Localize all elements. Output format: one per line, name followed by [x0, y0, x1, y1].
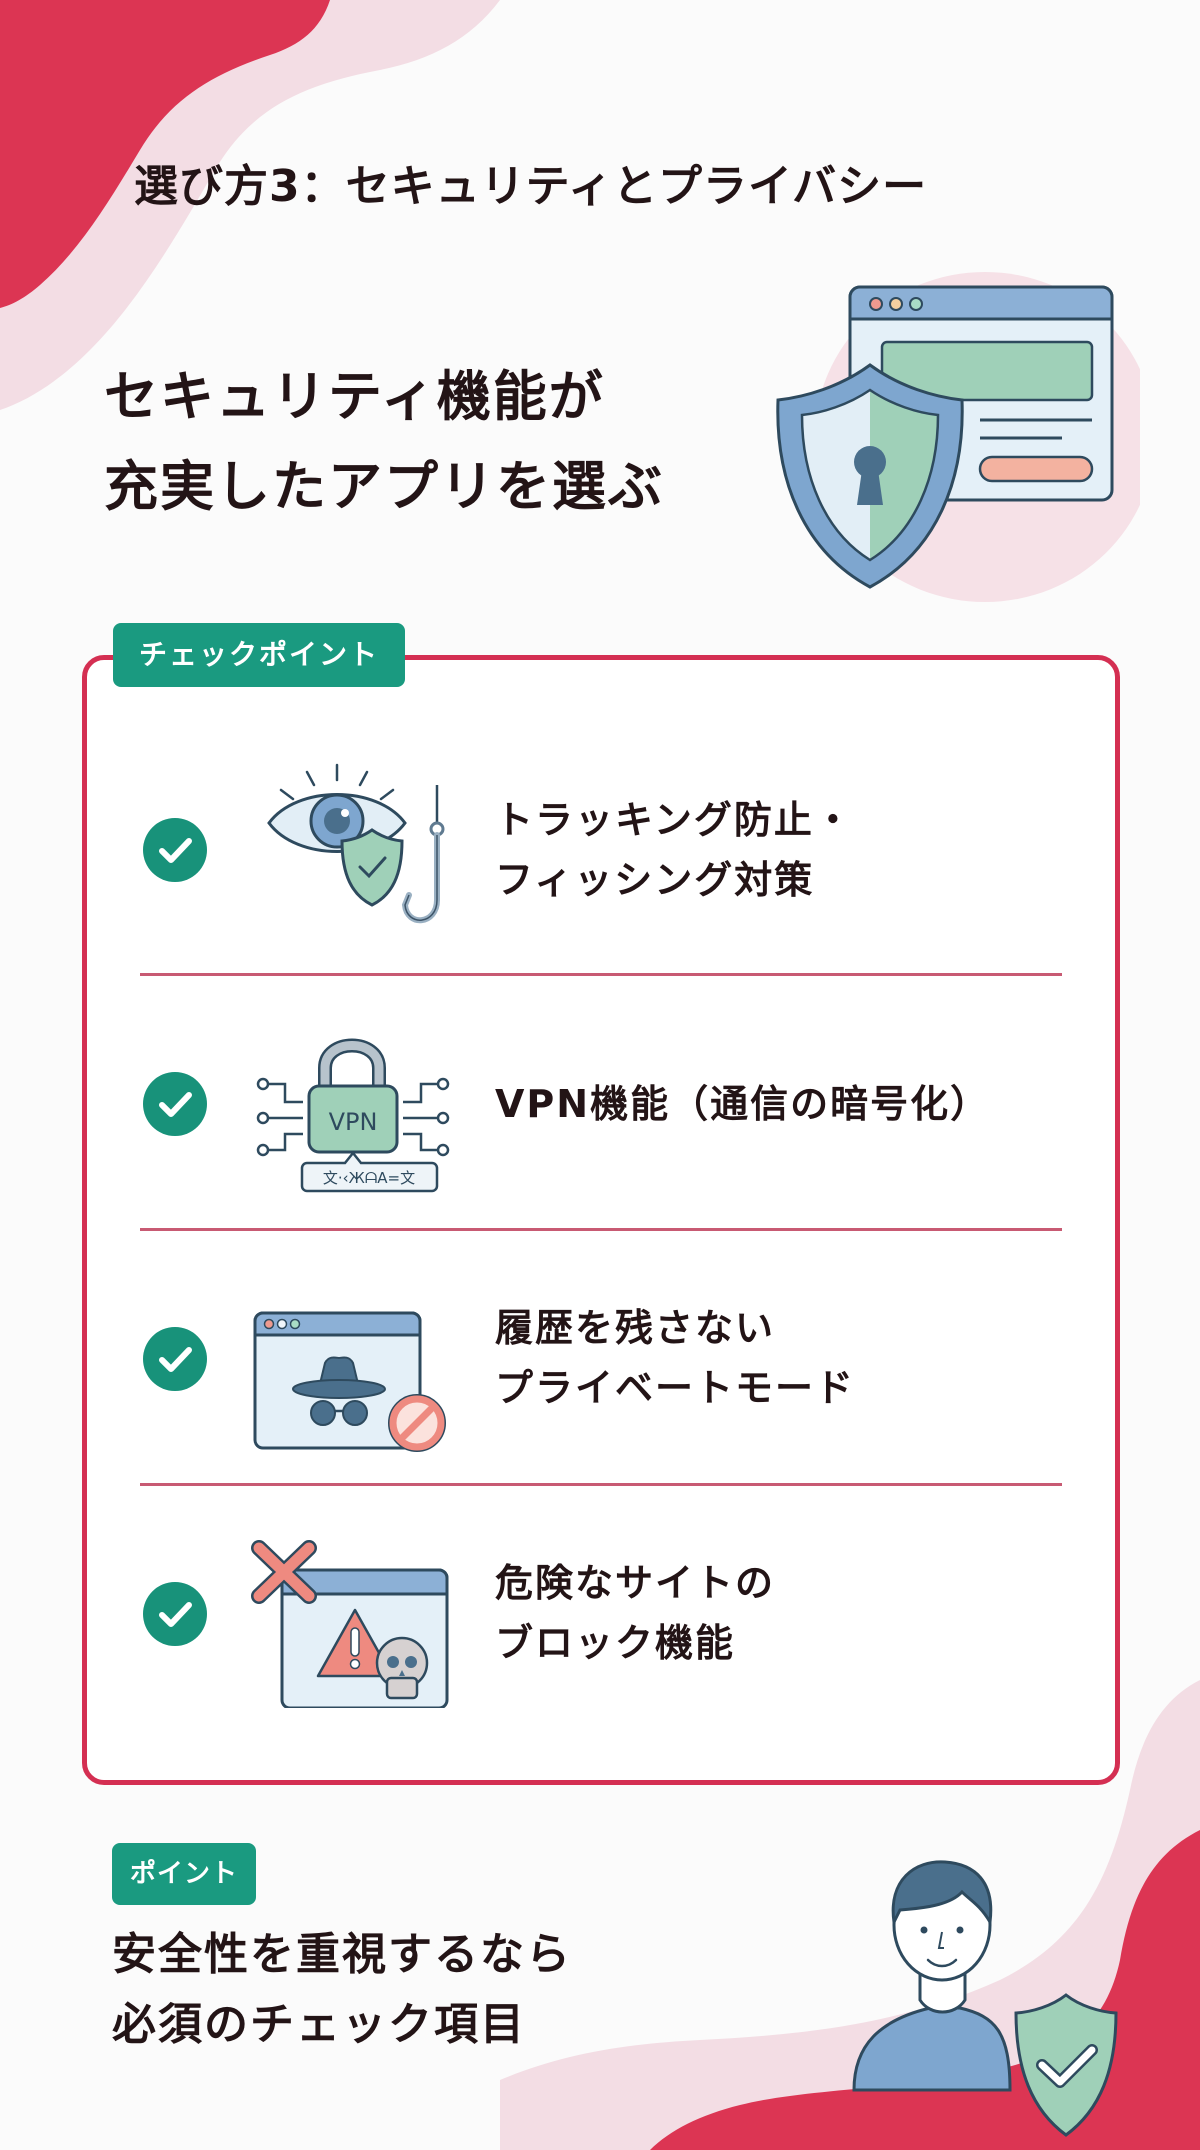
divider — [140, 973, 1062, 976]
checkpoint-item-dangerous-site-block: 危険なサイトの ブロック機能 — [87, 1488, 1115, 1738]
shield-keyhole-browser-icon — [776, 272, 1140, 602]
checkpoint-item-vpn: VPN 文·‹ЖᗩA=文 VPN機能（通信の暗号化） — [87, 978, 1115, 1228]
check-circle-icon — [143, 1072, 207, 1136]
check-circle-icon — [143, 818, 207, 882]
check-circle-icon — [143, 1582, 207, 1646]
checkpoint-label: 危険なサイトの ブロック機能 — [495, 1561, 776, 1665]
checkpoint-label: VPN機能（通信の暗号化） — [495, 1082, 991, 1126]
hero-headline-line-1: セキュリティ機能が — [104, 365, 605, 428]
checkpoint-card — [82, 655, 1120, 1785]
vpn-lock-icon: VPN 文·‹ЖᗩA=文 — [256, 1038, 450, 1193]
svg-text:VPN: VPN — [329, 1108, 378, 1136]
checkpoint-label: トラッキング防止・ フィッシング対策 — [495, 798, 854, 902]
divider — [140, 1483, 1062, 1486]
checkpoint-item-private-mode: 履歴を残さない プライベートモード — [87, 1233, 1115, 1483]
top-left-blob — [0, 0, 500, 410]
divider — [140, 1228, 1062, 1231]
eye-shield-hook-icon — [267, 763, 445, 924]
point-tag: ポイント — [112, 1843, 257, 1905]
danger-site-block-icon — [251, 1540, 449, 1708]
svg-text:文·‹ЖᗩA=文: 文·‹ЖᗩA=文 — [323, 1169, 415, 1187]
hero-headline-line-2: 充実したアプリを選ぶ — [104, 455, 664, 518]
checkpoint-tag: チェックポイント — [113, 623, 406, 687]
person-shield-check-icon — [852, 1860, 1118, 2137]
check-circle-icon — [143, 1327, 207, 1391]
page-title: 選び方3：セキュリティとプライバシー — [134, 161, 928, 212]
checkpoint-label: 履歴を残さない プライベートモード — [495, 1306, 856, 1410]
incognito-browser-icon — [253, 1311, 446, 1452]
point-text: 安全性を重視するなら 必須のチェック項目 — [112, 1929, 572, 2050]
hero-headline: セキュリティ機能が 充実したアプリを選ぶ — [104, 352, 664, 532]
checkpoint-item-tracking: トラッキング防止・ フィッシング対策 — [87, 725, 1115, 975]
